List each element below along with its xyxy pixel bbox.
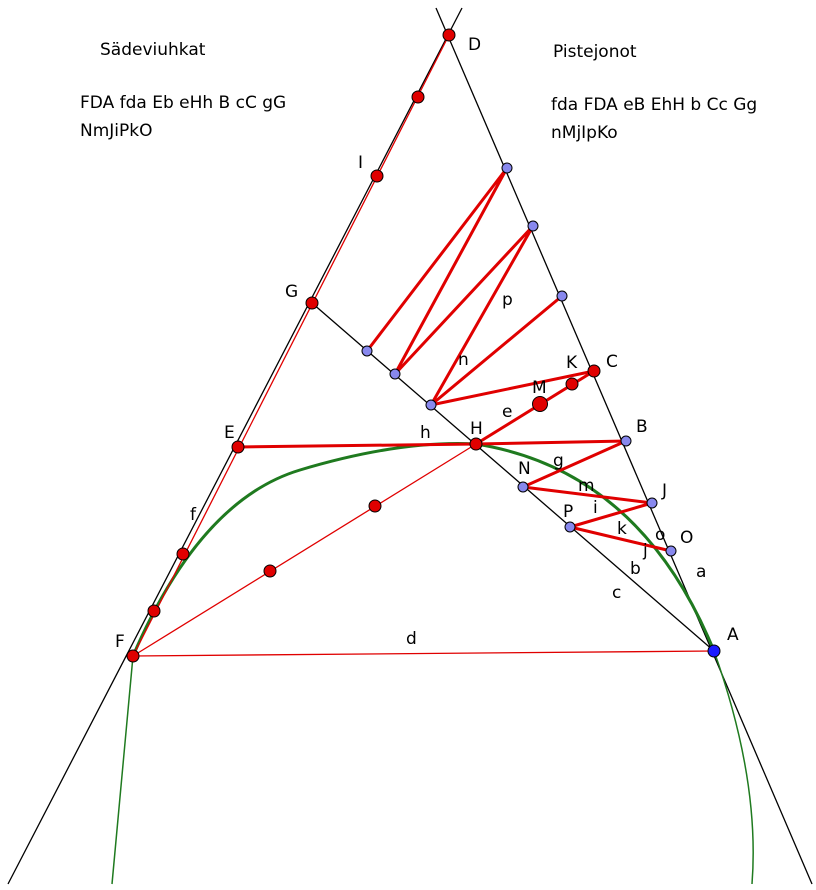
label-F: F — [115, 632, 125, 652]
label-B: B — [636, 417, 648, 437]
point-H[interactable] — [469, 437, 483, 451]
label-I: I — [358, 153, 363, 173]
right-panel-line1: fda FDA eB EhH b Cc Gg — [551, 95, 757, 115]
point-K[interactable] — [565, 377, 579, 391]
conic-lower-arc — [111, 650, 754, 885]
label-f: f — [190, 505, 197, 525]
label-N: N — [518, 459, 531, 479]
point-B[interactable] — [620, 435, 632, 447]
point-blue-4[interactable] — [361, 345, 373, 357]
point-A[interactable] — [707, 644, 721, 658]
label-n: n — [458, 350, 469, 370]
point-J[interactable] — [646, 497, 658, 509]
label-b: b — [630, 559, 641, 579]
point-G[interactable] — [305, 296, 319, 310]
point-E[interactable] — [231, 440, 245, 454]
label-h: h — [420, 423, 431, 443]
label-H: H — [470, 419, 483, 439]
label-D: D — [468, 35, 481, 55]
point-blue-2[interactable] — [527, 220, 539, 232]
label-E: E — [224, 423, 235, 443]
label-a: a — [696, 562, 706, 582]
label-P: P — [563, 502, 573, 522]
point-blue-3[interactable] — [556, 290, 568, 302]
point-red-f1[interactable] — [176, 547, 190, 561]
label-O: O — [680, 528, 693, 548]
label-J: J — [661, 481, 667, 501]
left-panel-title: Sädeviuhkat — [100, 40, 206, 60]
point-red-FH1[interactable] — [263, 564, 277, 578]
right-panel-title: Pistejonot — [553, 42, 637, 62]
point-blue-5[interactable] — [389, 368, 401, 380]
point-M[interactable] — [532, 396, 548, 412]
point-O[interactable] — [665, 545, 677, 557]
point-F[interactable] — [126, 649, 140, 663]
label-j: j — [642, 541, 648, 561]
point-N[interactable] — [517, 481, 529, 493]
point-red-upper[interactable] — [411, 90, 425, 104]
label-i: i — [593, 498, 598, 518]
point-D[interactable] — [442, 28, 456, 42]
label-p: p — [502, 290, 513, 310]
label-M: M — [532, 378, 547, 398]
label-c: c — [612, 583, 621, 603]
segment-HB — [475, 439, 627, 446]
label-G: G — [285, 282, 298, 302]
label-A: A — [727, 625, 739, 645]
segment-FD — [132, 34, 450, 657]
label-d: d — [406, 629, 417, 649]
zigzag-lower — [521, 439, 672, 553]
right-panel: Pistejonot fda FDA eB EhH b Cc Gg nMjIpK… — [551, 42, 757, 143]
segment-h — [237, 442, 477, 449]
label-K: K — [566, 353, 578, 373]
segment-d — [132, 650, 715, 657]
point-labels: D I G E F H M K C B N J P O A — [115, 35, 739, 652]
label-g: g — [553, 451, 564, 471]
left-panel-line2: NmJiPkO — [80, 121, 153, 141]
right-panel-line2: nMjIpKo — [551, 123, 618, 143]
point-blue-1[interactable] — [501, 162, 513, 174]
point-P[interactable] — [564, 521, 576, 533]
points — [126, 28, 721, 663]
point-blue-6[interactable] — [425, 399, 437, 411]
segment-labels: p n e h g m i k o j b a c d f — [190, 290, 706, 649]
left-panel-line1: FDA fda Eb eHh B cC gG — [80, 93, 286, 113]
conic — [111, 442, 754, 885]
point-red-FH2[interactable] — [368, 499, 382, 513]
label-k: k — [617, 519, 627, 539]
label-m: m — [578, 476, 595, 496]
zigzag-upper — [365, 166, 595, 407]
label-e: e — [502, 402, 512, 422]
line-GA — [311, 302, 715, 652]
segment-FH — [132, 443, 477, 657]
label-o: o — [655, 525, 665, 545]
point-I[interactable] — [370, 169, 384, 183]
left-panel: Sädeviuhkat FDA fda Eb eHh B cC gG NmJiP… — [80, 40, 286, 141]
point-C[interactable] — [587, 364, 601, 378]
conic-upper-arc — [131, 442, 716, 657]
point-red-f2[interactable] — [147, 604, 161, 618]
label-C: C — [606, 352, 618, 372]
